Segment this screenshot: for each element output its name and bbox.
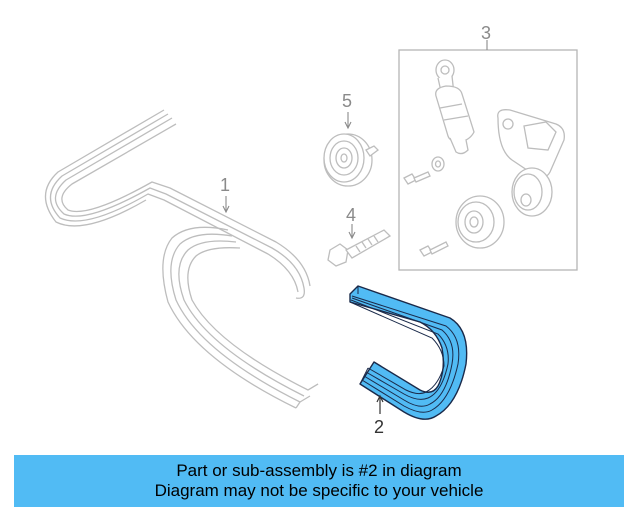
banner-line-disclaimer: Diagram may not be specific to your vehi… [154,481,484,500]
belt-assembly-drawing [44,109,319,409]
parts-diagram [44,40,578,420]
callout-4: 4 [346,205,357,225]
drive-belt-highlight [349,285,468,420]
leader-line-2 [376,394,384,414]
callout-2: 2 [374,417,385,437]
bolt-drawing [327,229,392,267]
idler-pulley-drawing [323,133,379,187]
tensioner-assembly-box [398,49,578,271]
callout-3: 3 [481,23,492,43]
callout-1: 1 [220,175,231,195]
banner-line-part: Part or sub-assembly is #2 in diagram [176,461,462,480]
leader-lines [222,40,488,240]
callout-5: 5 [342,91,353,111]
info-banner: Part or sub-assembly is #2 in diagram Di… [14,455,624,507]
